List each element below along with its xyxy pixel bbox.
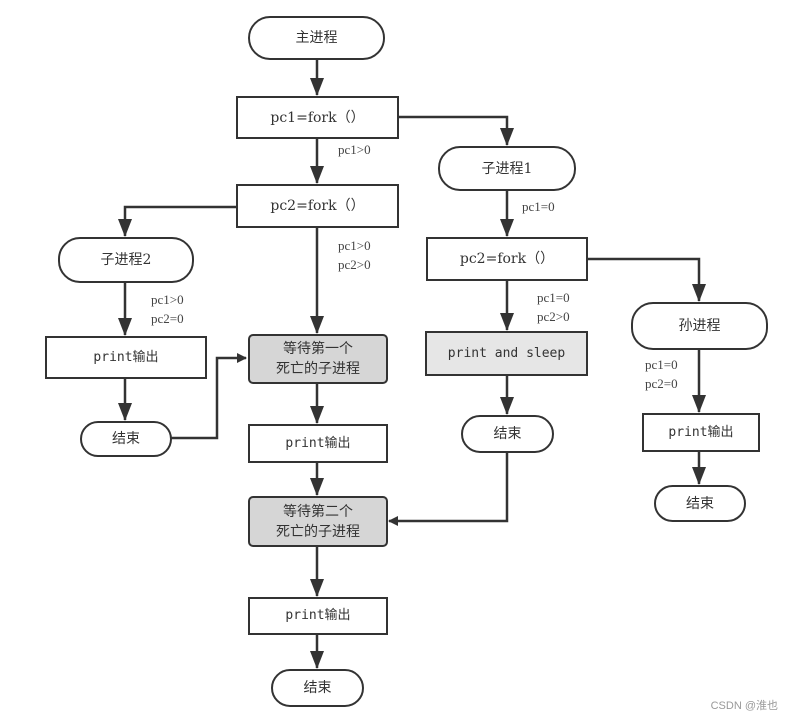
node-label: print输出 bbox=[668, 424, 734, 440]
node-end-main: 结束 bbox=[271, 669, 364, 707]
node-label: print输出 bbox=[93, 349, 159, 365]
node-label: 结束 bbox=[112, 431, 140, 447]
node-label-line2: 死亡的子进程 bbox=[276, 361, 360, 377]
node-label-line1: 等待第一个 bbox=[283, 341, 353, 357]
node-label: 结束 bbox=[303, 680, 332, 696]
node-label: pc2=fork（） bbox=[270, 198, 365, 214]
node-wait-first-child: 等待第一个 死亡的子进程 bbox=[248, 334, 388, 384]
node-fork1: pc1=fork（） bbox=[236, 96, 399, 139]
node-print-main-2: print输出 bbox=[248, 597, 388, 635]
node-fork2-child1: pc2=fork（） bbox=[426, 237, 588, 281]
node-fork2-main: pc2=fork（） bbox=[236, 184, 399, 228]
node-label: 子进程2 bbox=[100, 252, 152, 268]
edge-end-child1-wait2 bbox=[388, 452, 509, 526]
node-label: 结束 bbox=[493, 426, 522, 442]
node-label-line2: 死亡的子进程 bbox=[276, 523, 360, 540]
node-wait-second-child: 等待第二个 死亡的子进程 bbox=[248, 496, 388, 547]
edge-label-fork1-fork2: pc1>0 bbox=[338, 142, 371, 157]
edge-label-child1-fork2: pc1=0 bbox=[522, 199, 555, 214]
edge-end-child2-wait1 bbox=[171, 353, 247, 440]
node-label: print and sleep bbox=[447, 345, 566, 361]
node-end-child1: 结束 bbox=[461, 415, 554, 453]
node-label: pc2=fork（） bbox=[459, 251, 555, 267]
node-label-line1: 等待第二个 bbox=[283, 503, 353, 520]
node-label: pc1=fork（） bbox=[270, 109, 365, 126]
node-print-grandchild: print输出 bbox=[642, 413, 760, 452]
edge-label-grandchild-print: pc1=0 pc2=0 bbox=[645, 357, 678, 391]
edge-label-fork2-wait: pc1>0 pc2>0 bbox=[338, 238, 371, 272]
watermark: CSDN @淮也 bbox=[710, 700, 778, 712]
node-label: 子进程1 bbox=[481, 160, 533, 177]
node-child2: 子进程2 bbox=[58, 237, 194, 283]
node-print-main-1: print输出 bbox=[248, 424, 388, 463]
node-end-grandchild: 结束 bbox=[654, 485, 746, 522]
edge-label-child2-print: pc1>0 pc2=0 bbox=[151, 292, 184, 326]
edge-label-fork2c-sleep: pc1=0 pc2>0 bbox=[537, 290, 570, 324]
edge-fork1-child1 bbox=[398, 115, 514, 146]
node-grandchild: 孙进程 bbox=[631, 302, 768, 350]
node-child1: 子进程1 bbox=[438, 146, 576, 191]
node-label: print输出 bbox=[285, 435, 351, 451]
node-end-child2: 结束 bbox=[80, 421, 172, 457]
edge-fork2-child2 bbox=[118, 205, 236, 237]
node-print-child2: print输出 bbox=[45, 336, 207, 379]
node-main-process: 主进程 bbox=[248, 16, 385, 60]
node-label: print输出 bbox=[285, 608, 351, 623]
node-print-and-sleep: print and sleep bbox=[425, 331, 588, 376]
node-label: 结束 bbox=[686, 495, 714, 512]
edge-fork2c-grandchild bbox=[587, 257, 706, 302]
node-label: 主进程 bbox=[295, 30, 338, 46]
node-label: 孙进程 bbox=[678, 318, 721, 334]
